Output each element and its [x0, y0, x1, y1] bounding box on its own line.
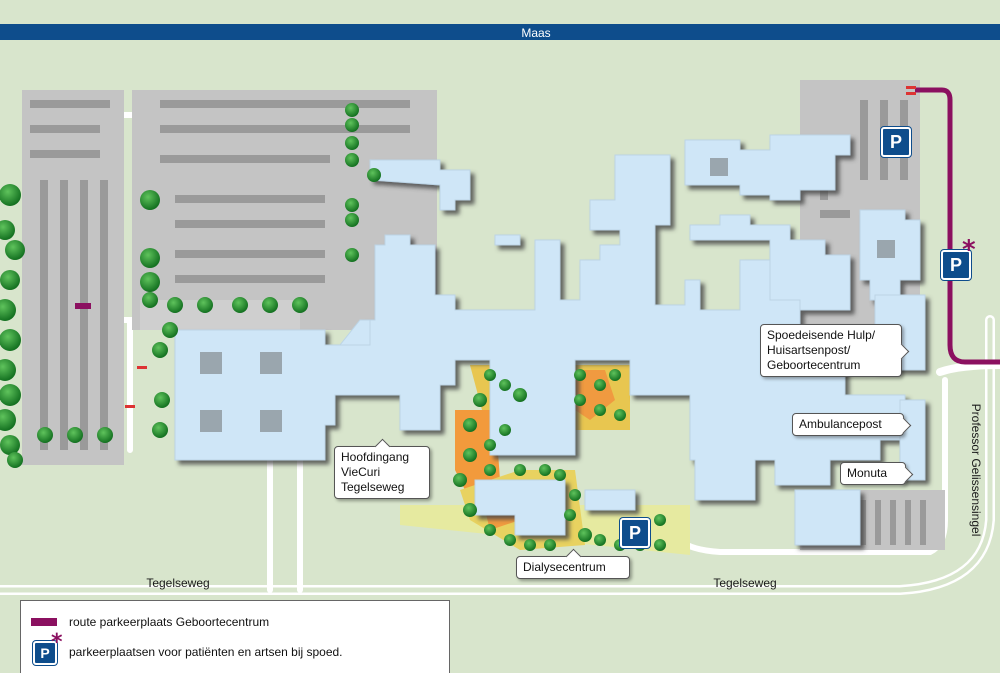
road-label-tegelseweg-west: Tegelseweg [146, 576, 209, 590]
callout-dialysecentrum: Dialysecentrum [516, 556, 630, 579]
spoed-star-icon: * [962, 235, 976, 265]
legend-spoed-parking-label: parkeerplaatsen voor patiënten en artsen… [69, 645, 343, 659]
river-label: Maas [521, 26, 550, 40]
callout-ambulancepost: Ambulancepost [792, 413, 904, 436]
parking-icon-north: P [881, 127, 911, 157]
callout-hoofdingang: Hoofdingang VieCuri Tegelseweg [334, 446, 430, 499]
marker-parking [75, 303, 91, 309]
legend-star-icon: * [51, 630, 63, 655]
callout-monuta: Monuta [840, 462, 906, 485]
courtyards [200, 158, 895, 432]
barriers [125, 86, 916, 408]
legend-parking-icon: P [33, 641, 57, 665]
legend-route-swatch [31, 618, 57, 626]
route-geboortecentrum [915, 87, 1000, 365]
trees [0, 103, 666, 551]
road-label-professor: Professor Gelissensingel [969, 404, 983, 537]
legend-route-label: route parkeerplaats Geboortecentrum [69, 615, 270, 629]
road-label-tegelseweg-east: Tegelseweg [713, 576, 776, 590]
parking-rows [30, 100, 926, 545]
callout-spoedeisende-hulp: Spoedeisende Hulp/ Huisartsenpost/ Geboo… [760, 324, 902, 377]
parking-icon-spoed: P [941, 250, 971, 280]
river-maas [0, 24, 1000, 40]
map-legend: route parkeerplaats Geboortecentrum P * … [20, 600, 450, 673]
parking-icon-dialyse: P [620, 518, 650, 548]
